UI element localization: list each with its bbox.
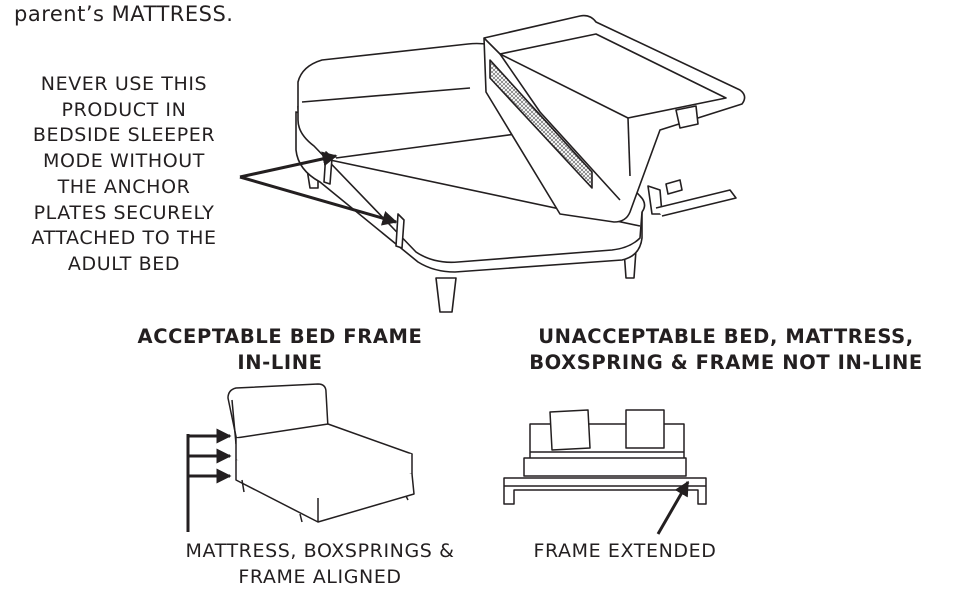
frame-arrow xyxy=(656,480,690,535)
unacceptable-heading-line: UNACCEPTABLE BED, MATTRESS, xyxy=(538,325,914,348)
unacceptable-bed-illustration xyxy=(503,409,707,505)
warning-line: PRODUCT IN xyxy=(61,98,187,121)
warning-line: PLATES SECURELY xyxy=(33,201,215,224)
warning-line: BEDSIDE SLEEPER xyxy=(32,124,216,147)
warning-line: ATTACHED TO THE xyxy=(31,227,217,250)
acceptable-bed-illustration xyxy=(227,383,415,523)
acceptable-heading: ACCEPTABLE BED FRAME IN-LINE xyxy=(130,324,430,376)
arrow-icon xyxy=(656,480,690,535)
unacceptable-heading: UNACCEPTABLE BED, MATTRESS, BOXSPRING & … xyxy=(526,324,926,376)
arrow-icon xyxy=(239,175,398,226)
acceptable-heading-line: ACCEPTABLE BED FRAME xyxy=(137,325,423,348)
warning-line: MODE WITHOUT xyxy=(43,150,205,173)
unacceptable-caption: FRAME EXTENDED xyxy=(533,540,717,562)
anchor-arrows xyxy=(239,151,398,226)
warning-line: THE ANCHOR xyxy=(57,175,191,198)
anchor-plate-warning: NEVER USE THIS PRODUCT IN BEDSIDE SLEEPE… xyxy=(16,72,232,278)
acceptable-caption-line: MATTRESS, BOXSPRINGS & xyxy=(185,540,455,562)
acceptable-caption-line: FRAME ALIGNED xyxy=(238,566,402,588)
warning-line: NEVER USE THIS xyxy=(40,73,208,95)
arrow-icon xyxy=(239,151,338,179)
intro-text: parent’s MATTRESS. xyxy=(14,2,234,26)
bedside-sleeper-illustration xyxy=(483,14,746,223)
warning-line: ADULT BED xyxy=(67,252,181,275)
aligned-arrows xyxy=(186,428,232,532)
acceptable-caption: MATTRESS, BOXSPRINGS & FRAME ALIGNED xyxy=(160,538,480,590)
unacceptable-heading-line: BOXSPRING & FRAME NOT IN-LINE xyxy=(529,351,923,374)
acceptable-heading-line: IN-LINE xyxy=(237,351,323,374)
